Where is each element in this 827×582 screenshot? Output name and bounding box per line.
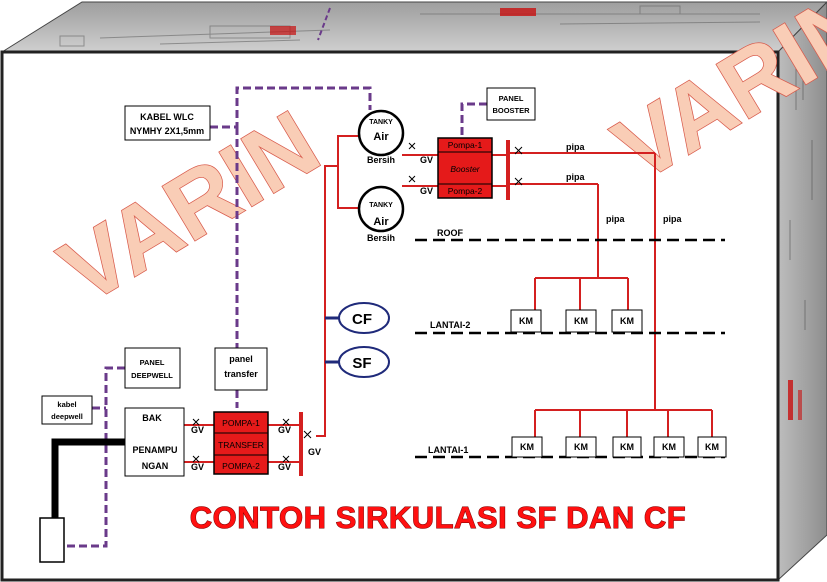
deepwell-pump (39, 517, 65, 563)
panel-transfer-line1: panel (229, 354, 253, 364)
bak-line1: BAK (142, 413, 162, 423)
floor-lantai2-label: LANTAI-2 (430, 320, 470, 330)
riser-cf-label: CF (352, 311, 372, 328)
panel-booster-line2: BOOSTER (492, 106, 530, 115)
tank-2: TANKY Air Bersih (357, 185, 405, 243)
bak-line3: NGAN (142, 461, 169, 471)
panel-deepwell-line1: PANEL (140, 358, 165, 367)
tank-2-line1: TANKY (369, 202, 393, 209)
kabel-wlc-box: KABEL WLC NYMHY 2X1,5mm (124, 105, 211, 141)
pipe-label-1: pipa (566, 142, 585, 152)
panel-booster-line1: PANEL (499, 94, 524, 103)
gv-label: GV (191, 425, 204, 435)
panel-transfer-line2: transfer (224, 369, 258, 379)
km-lantai-1: KM KM KM KM KM (511, 436, 727, 458)
riser-sf: SF (325, 346, 390, 378)
transfer-pump-1-label: POMPA-1 (222, 418, 260, 428)
gv-label: GV (278, 425, 291, 435)
riser-cf: CF (325, 302, 390, 334)
km-lantai-2: KM KM KM (510, 309, 643, 333)
bak-penampungan-box: BAK PENAMPU NGAN (124, 407, 185, 477)
km-box-label: KM (574, 316, 588, 326)
kabel-wlc-line2: NYMHY 2X1,5mm (130, 126, 204, 136)
panel-deepwell-box: PANEL DEEPWELL (124, 347, 181, 389)
pipe-label-4: pipa (663, 214, 682, 224)
km-box-label: KM (705, 442, 719, 452)
floor-roof-label: ROOF (437, 228, 464, 238)
frame-top-face (0, 1, 827, 53)
gate-valve-labels: GV GV GV GV GV GV GV (191, 155, 433, 472)
km-box-label: KM (519, 316, 533, 326)
tank-1-line3: Bersih (367, 155, 395, 165)
kabel-deepwell-line2: deepwell (51, 412, 83, 421)
side-face-detail (789, 60, 813, 330)
tank-1-line1: TANKY (369, 119, 393, 126)
gv-label: GV (420, 186, 433, 196)
gv-label: GV (420, 155, 433, 165)
km-box-label: KM (574, 442, 588, 452)
booster-label: Booster (450, 164, 480, 174)
kabel-deepwell-line1: kabel (57, 400, 76, 409)
panel-transfer-box: panel transfer (214, 347, 268, 391)
tank-2-line2: Air (373, 216, 389, 228)
riser-sf-label: SF (352, 355, 371, 372)
tank-2-line3: Bersih (367, 233, 395, 243)
booster-pump: Pompa-1 Booster Pompa-2 (437, 137, 493, 199)
floor-lantai1-label: LANTAI-1 (428, 445, 468, 455)
wire-panel-booster (460, 102, 487, 138)
gv-label: GV (278, 462, 291, 472)
pipe-label-2: pipa (566, 172, 585, 182)
transfer-pump: POMPA-1 TRANSFER POMPA-2 (213, 411, 269, 475)
panel-deepwell-line2: DEEPWELL (131, 371, 173, 380)
pipe-label-3: pipa (606, 214, 625, 224)
wire-deepwell (66, 366, 125, 548)
gv-label: GV (308, 447, 321, 457)
gv-label: GV (191, 462, 204, 472)
pipe-network (184, 135, 713, 463)
transfer-label: TRANSFER (218, 440, 264, 450)
booster-pump-1-label: Pompa-1 (448, 140, 483, 150)
diagram-title: CONTOH SIRKULASI SF DAN CF (190, 500, 686, 535)
wire-wlc-to-tank (210, 86, 372, 129)
km-box-label: KM (520, 442, 534, 452)
transfer-pump-2-label: POMPA-2 (222, 461, 260, 471)
booster-pump-2-label: Pompa-2 (448, 186, 483, 196)
kabel-deepwell-box: kabel deepwell (41, 395, 93, 425)
bak-line2: PENAMPU (132, 445, 177, 455)
deepwell-pipe (51, 438, 125, 520)
control-wiring (66, 86, 487, 548)
km-box-label: KM (620, 316, 634, 326)
km-box-label: KM (620, 442, 634, 452)
valve-markers (192, 142, 523, 463)
kabel-wlc-line1: KABEL WLC (140, 112, 194, 122)
tank-1: TANKY Air Bersih (357, 109, 405, 165)
tank-1-line2: Air (373, 131, 389, 143)
panel-booster-box: PANEL BOOSTER (486, 87, 536, 121)
km-box-label: KM (662, 442, 676, 452)
